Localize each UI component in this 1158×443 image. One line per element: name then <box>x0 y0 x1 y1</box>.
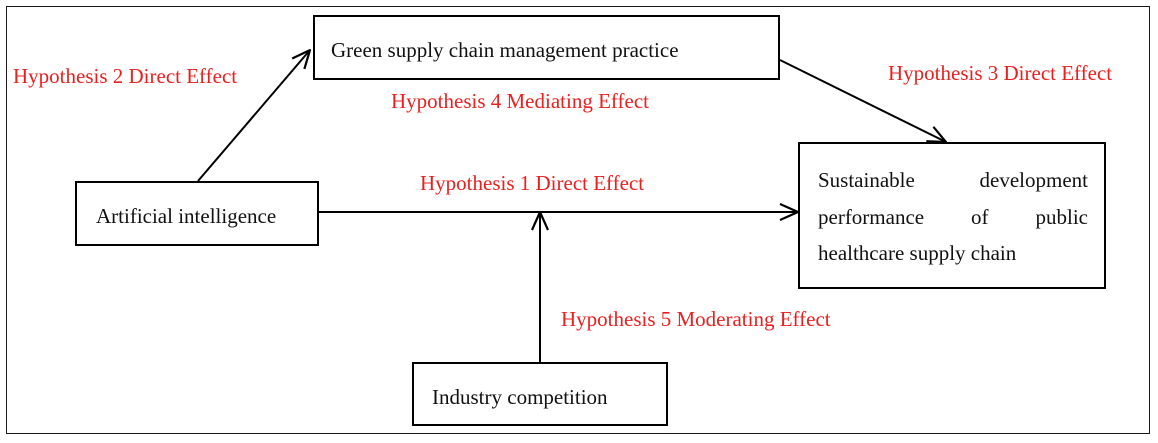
arrow-ai-to-green <box>197 50 310 182</box>
hypothesis-1-label: Hypothesis 1 Direct Effect <box>420 171 645 195</box>
word: public <box>1035 205 1088 229</box>
word: of <box>971 205 989 229</box>
artificial-intelligence-label: Artificial intelligence <box>96 204 277 228</box>
sustainable-development-line-2: performance of public <box>818 205 1088 230</box>
green-supply-chain-label: Green supply chain management practice <box>331 38 679 62</box>
hypothesis-4-label: Hypothesis 4 Mediating Effect <box>391 89 649 113</box>
hypothesis-3-label: Hypothesis 3 Direct Effect <box>888 61 1113 85</box>
arrow-green-to-sustainable <box>779 59 946 142</box>
sustainable-development-line-1: Sustainable development <box>818 168 1088 193</box>
word: performance <box>818 205 925 229</box>
word: Sustainable <box>818 168 915 192</box>
sustainable-development-box: Sustainable development performance of p… <box>798 142 1106 289</box>
hypothesis-5-label: Hypothesis 5 Moderating Effect <box>561 307 831 331</box>
line-text: healthcare supply chain <box>818 241 1017 265</box>
word: development <box>979 168 1088 192</box>
industry-competition-box: Industry competition <box>412 362 668 426</box>
hypothesis-2-label: Hypothesis 2 Direct Effect <box>13 64 238 88</box>
industry-competition-label: Industry competition <box>432 385 608 409</box>
diagram-frame <box>6 6 1150 434</box>
sustainable-development-line-3: healthcare supply chain <box>818 241 1088 266</box>
green-supply-chain-box: Green supply chain management practice <box>313 15 780 80</box>
artificial-intelligence-box: Artificial intelligence <box>75 181 319 246</box>
